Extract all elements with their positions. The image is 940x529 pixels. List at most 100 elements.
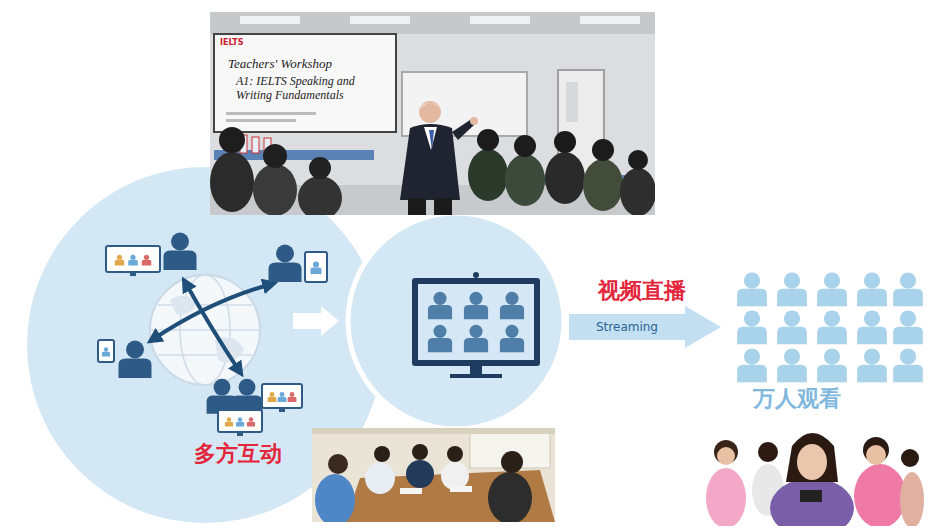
workshop-photo-part bbox=[210, 152, 254, 212]
interaction-circle-shape-part-part bbox=[278, 397, 287, 402]
workshop-photo-part bbox=[263, 144, 287, 168]
workshop-photo-part bbox=[210, 12, 655, 215]
label-holder: Teachers' Workshop bbox=[228, 56, 332, 72]
interaction-circle-shape-part bbox=[269, 245, 302, 283]
workshop-photo-part bbox=[424, 127, 437, 150]
monitor-circle-shape-part bbox=[500, 292, 524, 320]
phone-viewers-photo-part bbox=[854, 464, 906, 526]
phone-viewers-photo-part bbox=[770, 478, 854, 526]
interaction-circle-shape-part bbox=[164, 233, 197, 271]
interaction-circle-shape-part-part bbox=[115, 260, 125, 266]
meeting-photo-part bbox=[488, 472, 532, 522]
interaction-circle-shape-part-part bbox=[276, 245, 294, 263]
workshop-photo-part bbox=[620, 168, 655, 215]
interaction-circle-shape-part-part bbox=[164, 251, 197, 271]
audience-group-shape-part-part bbox=[784, 272, 800, 288]
monitor-circle-shape bbox=[345, 210, 567, 432]
meeting-photo-part bbox=[400, 488, 422, 494]
node-label: 多方互动 bbox=[194, 441, 282, 467]
monitor-circle-shape-part bbox=[412, 278, 540, 366]
workshop-photo-part bbox=[566, 82, 578, 122]
slide-text: A1: IELTS Speaking and Writing Fundament… bbox=[236, 74, 386, 103]
workshop-photo-part bbox=[350, 16, 410, 24]
meeting-photo-part bbox=[441, 462, 469, 490]
workshop-photo-part bbox=[214, 34, 396, 132]
audience-group-shape-part-part bbox=[817, 327, 847, 345]
interaction-circle-shape-part bbox=[102, 347, 110, 356]
monitor-circle-shape-part-part bbox=[500, 305, 524, 319]
node-label: 万人观看 bbox=[753, 386, 841, 412]
audience-group-shape-part-part bbox=[857, 289, 887, 307]
audience-group-shape-part bbox=[817, 310, 847, 344]
workshop-photo-part bbox=[470, 117, 478, 125]
interaction-circle-shape-part-part bbox=[239, 379, 256, 396]
interaction-circle-shape-part bbox=[279, 408, 285, 412]
phone-viewers-photo-part bbox=[714, 440, 738, 464]
audience-group-shape-part-part bbox=[777, 327, 807, 345]
label-holder: A1: IELTS Speaking and Writing Fundament… bbox=[236, 74, 386, 103]
phone-viewers-photo-part bbox=[901, 449, 919, 467]
interaction-circle-shape-part bbox=[225, 417, 233, 426]
interaction-circle-shape-part bbox=[278, 392, 287, 402]
interaction-circle-shape-part-part bbox=[225, 422, 233, 427]
workshop-photo-part bbox=[592, 139, 614, 161]
label-holder: 视频直播 bbox=[598, 278, 686, 304]
meeting-photo-part bbox=[315, 474, 355, 522]
audience-group-shape-part-part bbox=[744, 348, 760, 364]
slide-text: Teachers' Workshop bbox=[228, 56, 332, 72]
monitor-circle-shape-part-part bbox=[500, 338, 524, 352]
meeting-photo-part bbox=[447, 446, 463, 462]
interaction-circle-shape-part-part bbox=[290, 392, 295, 397]
audience-group-shape-part-part bbox=[784, 348, 800, 364]
audience-group-shape-part bbox=[893, 272, 923, 306]
phone-viewers-photo-part bbox=[866, 445, 886, 465]
audience-group-shape-part-part bbox=[824, 310, 840, 326]
audience-group: 万人观看 bbox=[725, 262, 925, 418]
interaction-circle-shape-part-part bbox=[171, 233, 189, 251]
workshop-photo-part bbox=[240, 16, 300, 24]
audience-group-shape-part-part bbox=[900, 348, 916, 364]
monitor-circle-shape-part bbox=[428, 325, 452, 353]
monitor-circle-shape-part-part bbox=[433, 325, 446, 338]
monitor-circle-shape-part-part bbox=[464, 305, 488, 319]
workshop-photo-part bbox=[400, 124, 460, 200]
phone-viewers-photo-part bbox=[797, 444, 827, 480]
interaction-circle-shape-part bbox=[305, 252, 327, 282]
phone-viewers-photo-part bbox=[758, 442, 778, 462]
stream-label: 视频直播 bbox=[598, 278, 686, 304]
audience-group-shape-part-part bbox=[824, 348, 840, 364]
audience-group-shape-part bbox=[737, 310, 767, 344]
audience-group-shape-part-part bbox=[900, 272, 916, 288]
audience-group-shape-part-part bbox=[824, 272, 840, 288]
interaction-circle-shape-part bbox=[130, 272, 136, 276]
monitor-circle-shape-part bbox=[418, 284, 534, 360]
audience-group-shape-part bbox=[777, 272, 807, 306]
audience-group-shape-part-part bbox=[744, 272, 760, 288]
interaction-circle-shape-part-part bbox=[214, 379, 231, 396]
workshop-photo-part bbox=[477, 129, 499, 151]
workshop-photo-part bbox=[429, 130, 434, 150]
phone-viewers-photo-part bbox=[800, 490, 822, 502]
workshop-photo-part bbox=[505, 154, 545, 206]
interaction-circle-shape-part bbox=[247, 417, 255, 426]
interaction-circle-shape-part bbox=[119, 341, 152, 379]
workshop-photo-part bbox=[253, 164, 297, 215]
workshop-photo-part bbox=[408, 198, 426, 215]
meeting-photo-part bbox=[412, 444, 428, 460]
monitor-circle-shape-part bbox=[348, 213, 564, 429]
monitor-circle-shape-part-part bbox=[469, 325, 482, 338]
interaction-circle-shape-part-part bbox=[117, 255, 122, 260]
audience-group-shape-part-part bbox=[857, 365, 887, 383]
audience-group-shape-part-part bbox=[900, 310, 916, 326]
monitor-circle-shape-part bbox=[450, 374, 502, 378]
interaction-circle-shape-part-part bbox=[128, 260, 138, 266]
workshop-photo-part bbox=[628, 150, 648, 170]
interaction-circle-shape-part-part bbox=[280, 392, 285, 397]
arrow-label: Streaming bbox=[594, 320, 660, 334]
workshop-photo bbox=[210, 12, 655, 215]
audience-group-shape-part-part bbox=[864, 348, 880, 364]
monitor-circle-shape-part-part bbox=[469, 292, 482, 305]
interaction-circle-shape-part-part bbox=[238, 417, 242, 421]
audience-group-shape-part bbox=[893, 348, 923, 382]
interaction-circle-shape-part-part bbox=[269, 263, 302, 283]
